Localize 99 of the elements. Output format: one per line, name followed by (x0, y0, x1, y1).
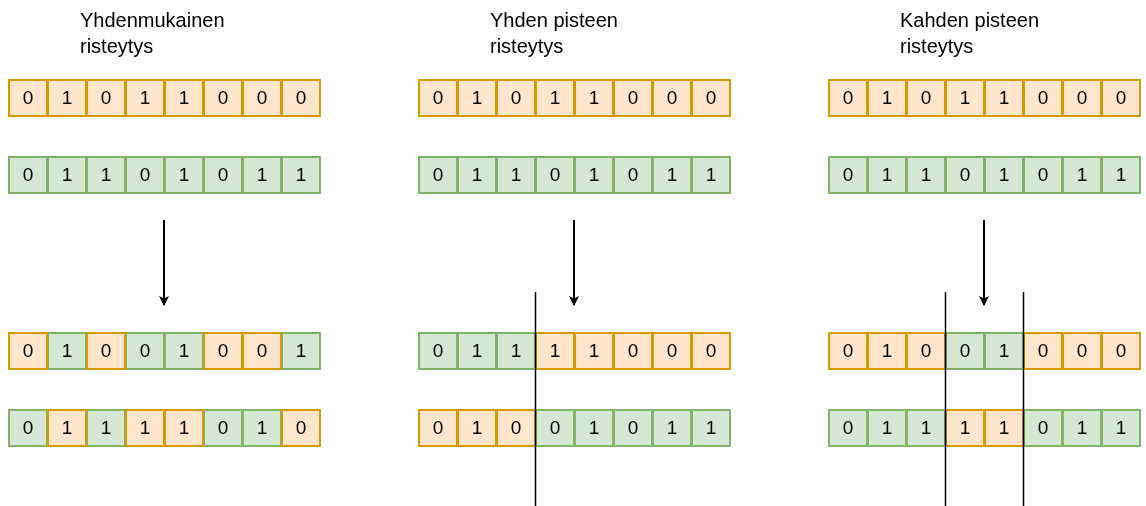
bit-cell: 1 (867, 79, 907, 117)
bit-cell: 1 (86, 156, 126, 194)
bit-cell: 0 (1023, 156, 1063, 194)
bit-cell: 1 (984, 332, 1024, 370)
bit-cell: 0 (828, 156, 868, 194)
bit-cell: 1 (281, 332, 321, 370)
bit-cell: 0 (1023, 409, 1063, 447)
bit-cell: 0 (945, 332, 985, 370)
bit-cell: 0 (203, 156, 243, 194)
bit-cell: 0 (125, 156, 165, 194)
bit-cell: 1 (867, 409, 907, 447)
bit-cell: 0 (652, 79, 692, 117)
bit-cell: 1 (574, 156, 614, 194)
bit-cell: 1 (906, 156, 946, 194)
bit-cell: 0 (8, 156, 48, 194)
bit-cell: 0 (8, 79, 48, 117)
bit-cell: 0 (8, 332, 48, 370)
bit-cell: 1 (164, 409, 204, 447)
bit-cell: 0 (652, 332, 692, 370)
bit-cell: 0 (242, 332, 282, 370)
bit-cell: 0 (613, 156, 653, 194)
bit-cell: 0 (281, 409, 321, 447)
bit-cell: 1 (496, 156, 536, 194)
bit-cell: 0 (203, 409, 243, 447)
bit-cell: 0 (496, 409, 536, 447)
bit-cell: 1 (1062, 409, 1102, 447)
bit-cell: 0 (418, 409, 458, 447)
bit-cell: 1 (1062, 156, 1102, 194)
bit-cell: 1 (457, 332, 497, 370)
bit-cell: 0 (203, 79, 243, 117)
bit-cell: 0 (691, 79, 731, 117)
bit-cell: 0 (535, 156, 575, 194)
bit-cell: 0 (496, 79, 536, 117)
bit-cell: 0 (828, 79, 868, 117)
bit-cell: 1 (164, 156, 204, 194)
bit-cell: 0 (613, 79, 653, 117)
bit-cell: 0 (1023, 332, 1063, 370)
bit-cell: 1 (652, 156, 692, 194)
bit-cell: 1 (652, 409, 692, 447)
bit-cell: 1 (691, 409, 731, 447)
bit-cell: 1 (125, 79, 165, 117)
bit-cell: 1 (867, 332, 907, 370)
bit-cell: 1 (984, 156, 1024, 194)
bit-cell: 1 (457, 409, 497, 447)
bit-cell: 1 (47, 156, 87, 194)
bit-cell: 0 (86, 79, 126, 117)
bit-cell: 1 (496, 332, 536, 370)
bit-cell: 0 (418, 332, 458, 370)
bit-cell: 1 (867, 156, 907, 194)
bit-cell: 0 (418, 79, 458, 117)
bit-cell: 0 (1023, 79, 1063, 117)
bit-cell: 1 (242, 156, 282, 194)
bit-cell: 1 (242, 409, 282, 447)
bit-cell: 1 (281, 156, 321, 194)
bit-cell: 1 (86, 409, 126, 447)
bit-cell: 0 (691, 332, 731, 370)
bit-cell: 0 (86, 332, 126, 370)
bit-cell: 1 (164, 332, 204, 370)
bit-cell: 0 (535, 409, 575, 447)
bit-cell: 0 (613, 409, 653, 447)
bit-cell: 1 (574, 332, 614, 370)
bit-cell: 0 (1062, 332, 1102, 370)
bit-cell: 0 (906, 332, 946, 370)
bit-cell: 0 (906, 79, 946, 117)
bit-cell: 0 (1101, 332, 1141, 370)
bit-cell: 1 (457, 79, 497, 117)
bit-cell: 1 (535, 79, 575, 117)
bit-cell: 0 (203, 332, 243, 370)
bit-cell: 0 (242, 79, 282, 117)
bit-cell: 1 (984, 79, 1024, 117)
bit-cell: 1 (574, 409, 614, 447)
bit-cell: 1 (1101, 156, 1141, 194)
bit-cell: 1 (945, 409, 985, 447)
bit-cell: 1 (906, 409, 946, 447)
bit-cell: 0 (828, 332, 868, 370)
bit-cell: 0 (828, 409, 868, 447)
bit-cell: 1 (945, 79, 985, 117)
bit-cell: 1 (457, 156, 497, 194)
bit-cell: 1 (47, 332, 87, 370)
bit-cell: 0 (945, 156, 985, 194)
panel-title: Yhden pisteen risteytys (490, 8, 619, 59)
bit-cell: 0 (1101, 79, 1141, 117)
bit-cell: 0 (125, 332, 165, 370)
bit-cell: 0 (1062, 79, 1102, 117)
bit-cell: 1 (125, 409, 165, 447)
bit-cell: 1 (984, 409, 1024, 447)
bit-cell: 1 (574, 79, 614, 117)
bit-cell: 1 (535, 332, 575, 370)
bit-cell: 1 (1101, 409, 1141, 447)
panel-title: Kahden pisteen risteytys (900, 8, 1040, 59)
bit-cell: 1 (47, 79, 87, 117)
bit-cell: 0 (418, 156, 458, 194)
bit-cell: 1 (691, 156, 731, 194)
bit-cell: 0 (613, 332, 653, 370)
bit-cell: 0 (8, 409, 48, 447)
bit-cell: 1 (164, 79, 204, 117)
panel-title: Yhdenmukainen risteytys (80, 8, 226, 59)
bit-cell: 0 (281, 79, 321, 117)
bit-cell: 1 (47, 409, 87, 447)
